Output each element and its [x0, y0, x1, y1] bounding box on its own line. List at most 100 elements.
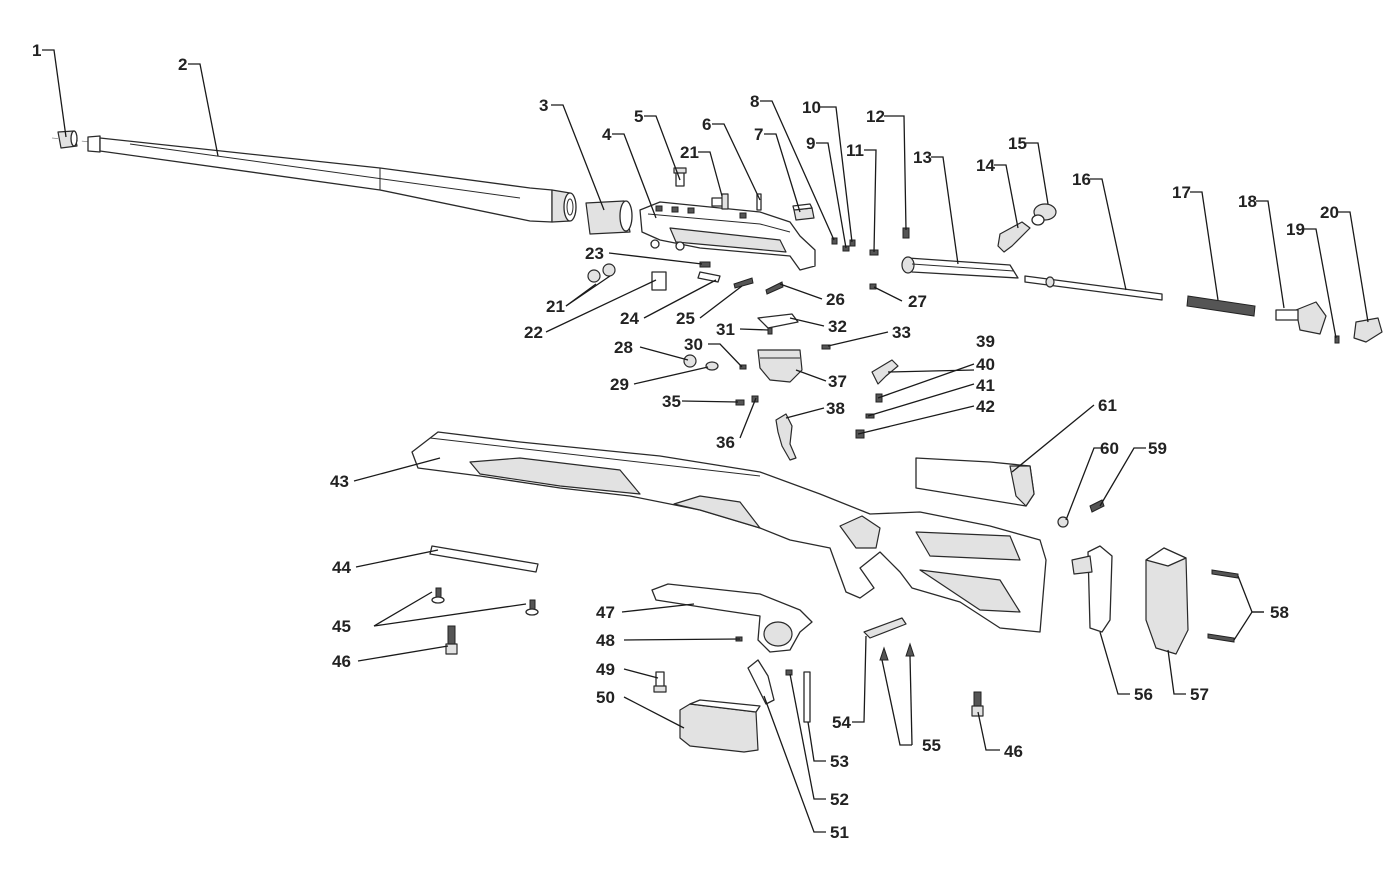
label-26: 26 — [826, 290, 845, 309]
part-46-bolt-b — [971, 691, 984, 717]
part-43-stock — [411, 431, 1047, 633]
part-6-pin — [756, 193, 762, 211]
part-53-pin — [803, 671, 811, 723]
label-24: 24 — [620, 309, 639, 328]
label-32: 32 — [828, 317, 847, 336]
part-55-screw-a — [879, 646, 889, 661]
part-20-shroud — [1353, 317, 1383, 343]
part-2-barrel — [87, 135, 577, 223]
label-11: 11 — [846, 141, 864, 160]
label-13: 13 — [913, 148, 932, 167]
part-58-screw-a — [1211, 569, 1239, 579]
label-9: 9 — [806, 134, 815, 153]
label-22: 22 — [524, 323, 543, 342]
part-1-muzzle-cap — [51, 130, 91, 149]
label-29: 29 — [610, 375, 629, 394]
label-16: 16 — [1072, 170, 1091, 189]
part-14-bolt-handle — [997, 221, 1031, 253]
label-42: 42 — [976, 397, 995, 416]
part-21-screw-top — [711, 193, 729, 210]
part-labels: 1 2 3 4 5 6 7 8 9 10 11 12 13 14 15 16 1… — [32, 41, 1339, 842]
label-55: 55 — [922, 736, 941, 755]
label-27: 27 — [908, 292, 927, 311]
part-17-spring — [1186, 295, 1256, 317]
part-26-spring — [765, 281, 784, 295]
part-45-screw-a — [431, 587, 445, 604]
part-5-screw — [673, 167, 687, 187]
label-10: 10 — [802, 98, 821, 117]
part-33-pin — [821, 344, 831, 350]
label-6: 6 — [702, 115, 711, 134]
label-54: 54 — [832, 713, 851, 732]
label-44: 44 — [332, 558, 351, 577]
label-56: 56 — [1134, 685, 1153, 704]
part-24-pin — [697, 271, 721, 283]
part-59-screw — [1089, 499, 1105, 513]
label-12: 12 — [866, 107, 885, 126]
part-38-trigger — [775, 413, 797, 461]
part-44-plate — [429, 545, 539, 573]
part-28-nut — [683, 354, 697, 368]
part-39-safety-lever — [871, 359, 899, 385]
label-18: 18 — [1238, 192, 1257, 211]
label-20: 20 — [1320, 203, 1339, 222]
leader-lines — [42, 49, 1369, 833]
label-36: 36 — [716, 433, 735, 452]
part-13-bolt-body — [901, 256, 1019, 279]
label-40: 40 — [976, 355, 995, 374]
part-drawings — [51, 130, 1383, 753]
part-54-swivel — [863, 617, 907, 639]
part-47-trigger-guard — [651, 583, 813, 653]
label-61: 61 — [1098, 396, 1117, 415]
label-51: 51 — [830, 823, 849, 842]
label-19: 19 — [1286, 220, 1305, 239]
label-31: 31 — [716, 320, 735, 339]
part-57-butt-pad — [1145, 547, 1189, 655]
part-4-receiver — [639, 201, 816, 271]
part-61-comb — [915, 457, 1035, 507]
label-21-left: 21 — [546, 297, 565, 316]
part-7-block — [792, 203, 815, 221]
part-32-sear — [757, 313, 799, 329]
label-58: 58 — [1270, 603, 1289, 622]
label-48: 48 — [596, 631, 615, 650]
label-15: 15 — [1008, 134, 1027, 153]
label-57: 57 — [1190, 685, 1209, 704]
label-21-top: 21 — [680, 143, 699, 162]
label-23: 23 — [585, 244, 604, 263]
label-52: 52 — [830, 790, 849, 809]
part-25-spring — [733, 277, 754, 289]
part-55-screw-b — [905, 642, 915, 657]
label-53: 53 — [830, 752, 849, 771]
part-46-bolt-a — [445, 625, 458, 655]
label-33: 33 — [892, 323, 911, 342]
part-27-pin — [869, 283, 877, 290]
part-49-screw — [653, 671, 667, 693]
label-17: 17 — [1172, 183, 1191, 202]
label-43: 43 — [330, 472, 349, 491]
label-5: 5 — [634, 107, 643, 126]
part-16-firing-pin — [1024, 275, 1163, 301]
label-8: 8 — [750, 92, 759, 111]
part-30-pin — [739, 364, 747, 370]
part-22-sleeve — [651, 271, 667, 291]
label-49: 49 — [596, 660, 615, 679]
label-60: 60 — [1100, 439, 1119, 458]
label-38: 38 — [826, 399, 845, 418]
part-52-pin — [785, 669, 793, 676]
label-59: 59 — [1148, 439, 1167, 458]
part-18-cocking-piece — [1275, 301, 1327, 335]
label-46-left: 46 — [332, 652, 351, 671]
label-47: 47 — [596, 603, 615, 622]
part-3-barrel-nut — [585, 200, 633, 235]
part-10-pin — [849, 239, 856, 247]
part-21-screws-left — [587, 263, 616, 283]
label-39: 39 — [976, 332, 995, 351]
part-29-washer — [705, 361, 719, 371]
label-28: 28 — [614, 338, 633, 357]
part-37-trigger-housing — [757, 349, 803, 383]
label-3: 3 — [539, 96, 548, 115]
label-4: 4 — [602, 125, 612, 144]
